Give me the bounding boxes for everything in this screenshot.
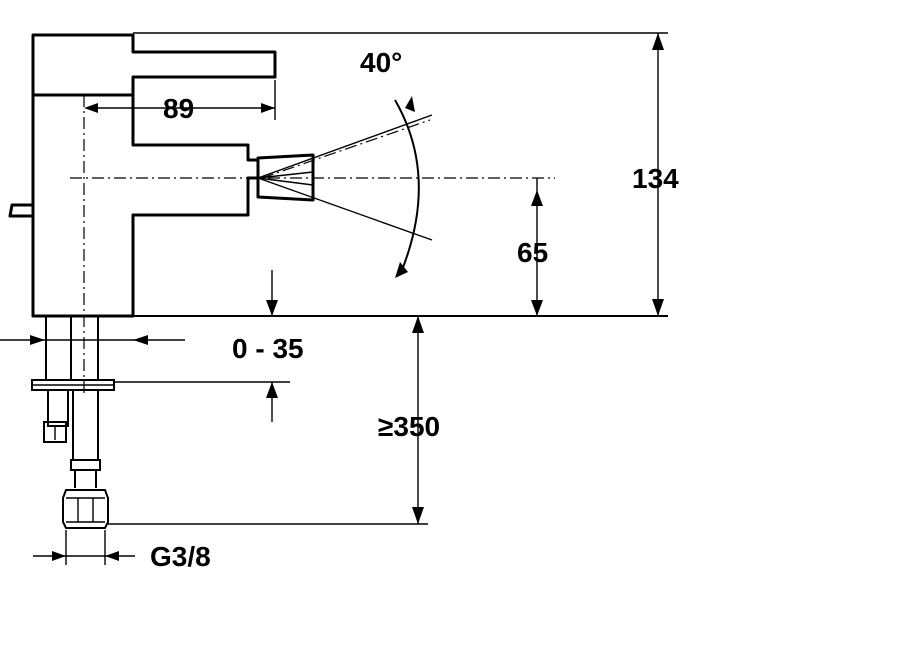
total-height-label: 134 [632,163,679,194]
faucet-body [8,33,315,318]
angle-label: 40° [360,47,402,78]
hose-length-label: ≥350 [378,411,440,442]
mounting-shank [31,316,115,529]
dimension-lines [0,32,668,565]
spray-angle-indicator [257,96,433,278]
connection-thread-label: G3/8 [150,541,211,572]
spout-height-label: 65 [517,237,548,268]
lever-length-label: 89 [163,93,194,124]
deck-thickness-label: 0 - 35 [232,333,304,364]
center-lines [70,95,555,395]
